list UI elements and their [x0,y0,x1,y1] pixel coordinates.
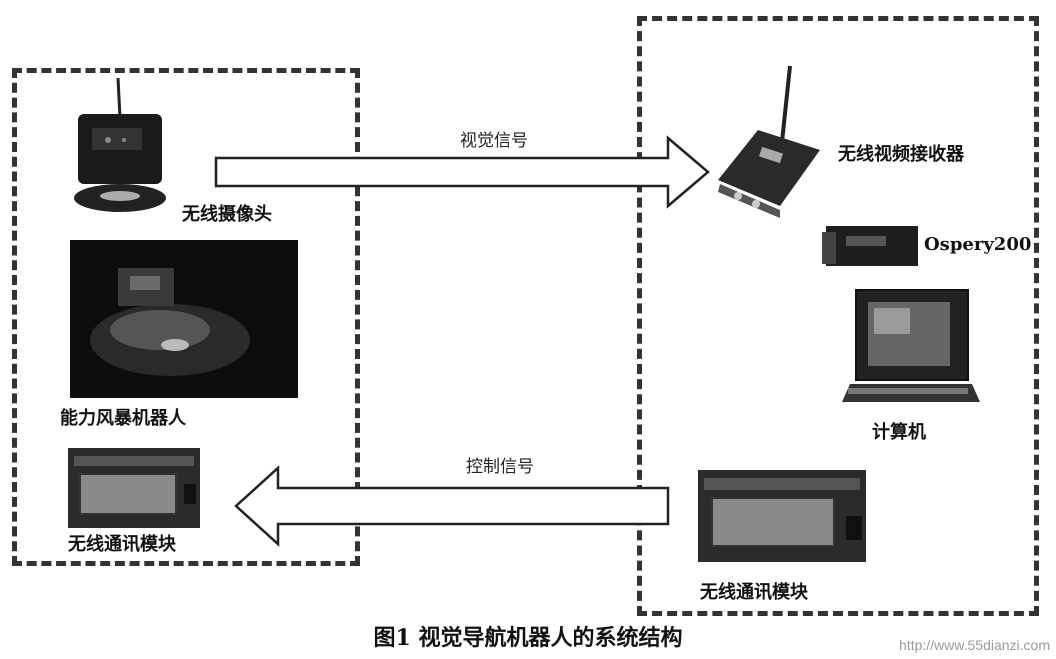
left-comm-label: 无线通讯模块 [68,534,176,555]
left-comm-module-icon [68,448,200,528]
ospery-label: Ospery200 [924,234,1032,255]
control-signal-label: 控制信号 [466,457,534,477]
wireless-camera-icon [74,77,166,212]
video-receiver-icon [718,65,820,218]
diagram-canvas [68,65,980,562]
left-group-box [12,68,360,566]
computer-icon [842,289,980,402]
receiver-label: 无线视频接收器 [838,144,964,165]
robot-photo [70,240,298,398]
camera-label: 无线摄像头 [182,204,272,225]
video-signal-label: 视觉信号 [460,131,528,151]
figure-caption: 图1 视觉导航机器人的系统结构 [373,625,683,651]
video-signal-arrow [214,135,710,209]
right-comm-module-icon [698,470,866,562]
right-group-box [637,16,1039,616]
right-comm-label: 无线通讯模块 [700,582,808,603]
watermark: http://www.55dianzi.com [899,637,1050,653]
robot-label: 能力风暴机器人 [60,408,186,429]
control-signal-arrow [234,465,670,547]
ospery-card-icon [822,226,918,266]
computer-label: 计算机 [872,422,926,443]
